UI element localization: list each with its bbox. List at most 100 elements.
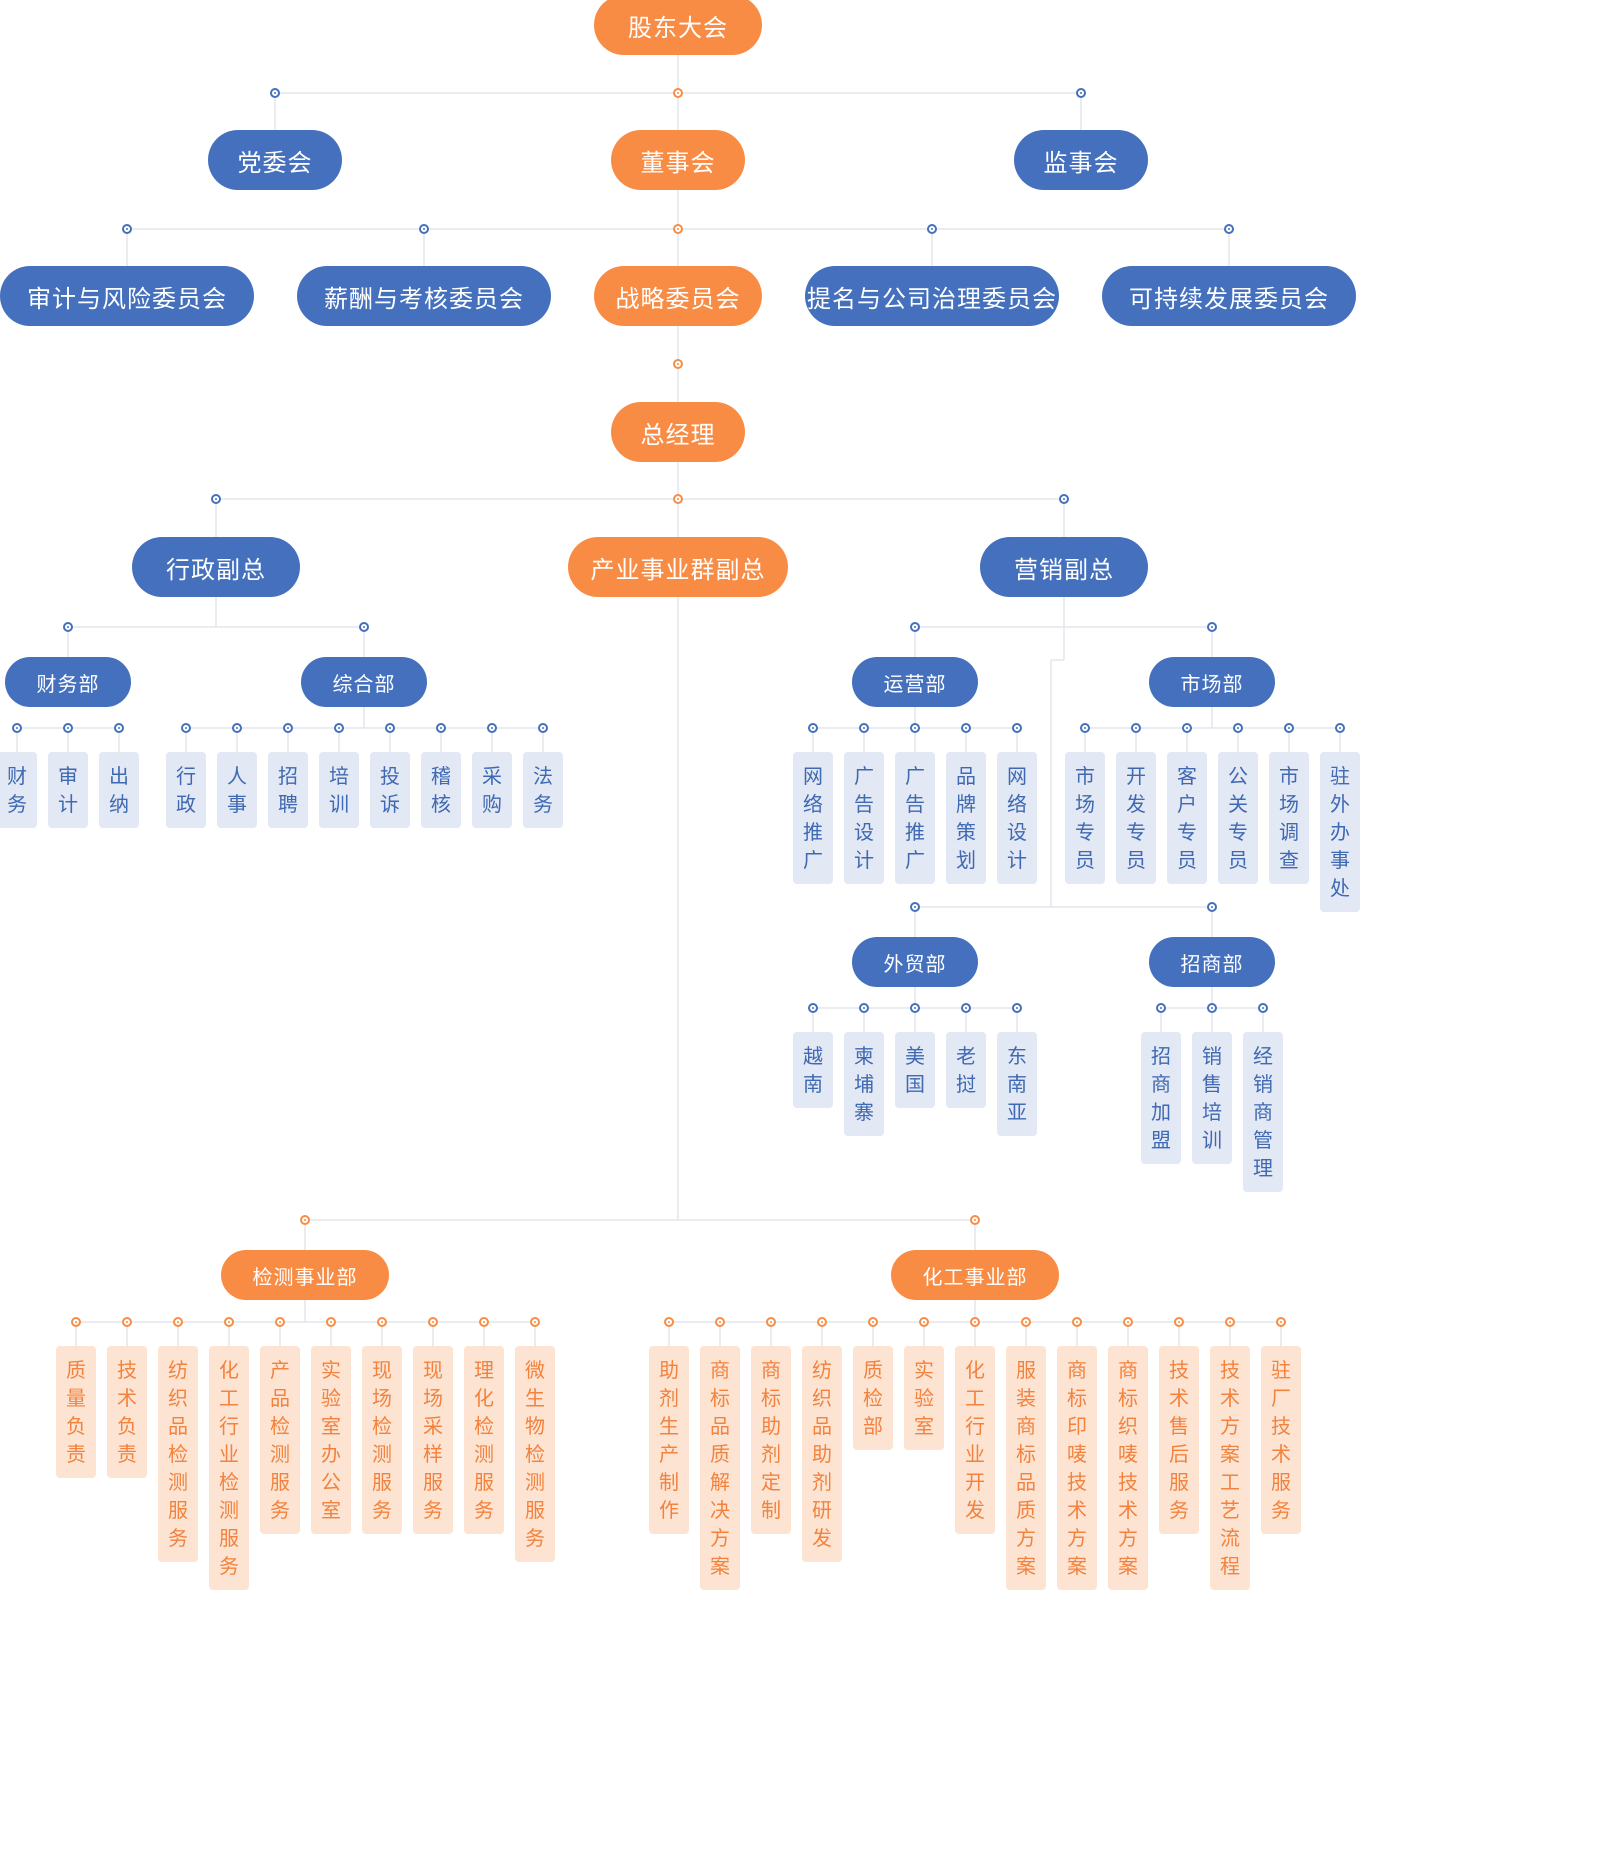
committee-node[interactable]: 薪酬与考核委员会 bbox=[297, 266, 551, 326]
connector-node-dot bbox=[808, 723, 818, 733]
sub-unit-card[interactable]: 现场采样服务 bbox=[413, 1346, 453, 1534]
connector-node-dot bbox=[224, 1317, 234, 1327]
connector-node-dot bbox=[1233, 723, 1243, 733]
sub-unit-card[interactable]: 人事 bbox=[217, 752, 257, 828]
general-manager-node[interactable]: 总经理 bbox=[611, 402, 745, 462]
investment-dept-node[interactable]: 招商部 bbox=[1149, 937, 1275, 987]
sub-unit-card[interactable]: 产品检测服务 bbox=[260, 1346, 300, 1534]
sub-unit-card[interactable]: 经销商管理 bbox=[1243, 1032, 1283, 1192]
committee-node[interactable]: 审计与风险委员会 bbox=[0, 266, 254, 326]
shareholders-meeting-node[interactable]: 股东大会 bbox=[594, 0, 762, 55]
sub-unit-card[interactable]: 投诉 bbox=[370, 752, 410, 828]
sub-unit-card[interactable]: 老挝 bbox=[946, 1032, 986, 1108]
sub-unit-card[interactable]: 商标印唛技术方案 bbox=[1057, 1346, 1097, 1590]
sub-unit-card[interactable]: 稽核 bbox=[421, 752, 461, 828]
sub-unit-card[interactable]: 微生物检测服务 bbox=[515, 1346, 555, 1562]
market-dept-node[interactable]: 市场部 bbox=[1149, 657, 1275, 707]
sub-unit-card[interactable]: 东南亚 bbox=[997, 1032, 1037, 1136]
connector-node-dot bbox=[1174, 1317, 1184, 1327]
connector-node-dot bbox=[910, 902, 920, 912]
sub-unit-card[interactable]: 网络推广 bbox=[793, 752, 833, 884]
sub-unit-card[interactable]: 品牌策划 bbox=[946, 752, 986, 884]
connector-node-dot bbox=[673, 224, 683, 234]
connector-node-dot bbox=[1123, 1317, 1133, 1327]
sub-unit-card[interactable]: 理化检测服务 bbox=[464, 1346, 504, 1534]
sub-unit-card[interactable]: 服装商标品质方案 bbox=[1006, 1346, 1046, 1590]
vp-marketing-node[interactable]: 营销副总 bbox=[980, 537, 1148, 597]
sub-unit-card[interactable]: 开发专员 bbox=[1116, 752, 1156, 884]
connector-node-dot bbox=[538, 723, 548, 733]
sub-unit-card[interactable]: 商标助剂定制 bbox=[751, 1346, 791, 1534]
sub-unit-card[interactable]: 网络设计 bbox=[997, 752, 1037, 884]
sub-unit-card[interactable]: 采购 bbox=[472, 752, 512, 828]
sub-unit-card[interactable]: 驻厂技术服务 bbox=[1261, 1346, 1301, 1534]
committee-node[interactable]: 可持续发展委员会 bbox=[1102, 266, 1356, 326]
sub-unit-card[interactable]: 柬埔寨 bbox=[844, 1032, 884, 1136]
sub-unit-card[interactable]: 质量负责 bbox=[56, 1346, 96, 1478]
sub-unit-card[interactable]: 广告设计 bbox=[844, 752, 884, 884]
connector-node-dot bbox=[673, 494, 683, 504]
sub-unit-card[interactable]: 实验室办公室 bbox=[311, 1346, 351, 1534]
sub-unit-card[interactable]: 技术售后服务 bbox=[1159, 1346, 1199, 1534]
connector-node-dot bbox=[919, 1317, 929, 1327]
connector-node-dot bbox=[428, 1317, 438, 1327]
connector-node-dot bbox=[385, 723, 395, 733]
vp-industry-node[interactable]: 产业事业群副总 bbox=[568, 537, 788, 597]
connector-node-dot bbox=[270, 88, 280, 98]
sub-unit-card[interactable]: 广告推广 bbox=[895, 752, 935, 884]
sub-unit-card[interactable]: 招商加盟 bbox=[1141, 1032, 1181, 1164]
board-of-supervisors-node[interactable]: 监事会 bbox=[1014, 130, 1148, 190]
sub-unit-card[interactable]: 销售培训 bbox=[1192, 1032, 1232, 1164]
sub-unit-card[interactable]: 美国 bbox=[895, 1032, 935, 1108]
connector-node-dot bbox=[1012, 1003, 1022, 1013]
sub-unit-card[interactable]: 技术负责 bbox=[107, 1346, 147, 1478]
sub-unit-card[interactable]: 实验室 bbox=[904, 1346, 944, 1450]
finance-dept-node[interactable]: 财务部 bbox=[5, 657, 131, 707]
operations-dept-node[interactable]: 运营部 bbox=[852, 657, 978, 707]
chemical-division-node[interactable]: 化工事业部 bbox=[891, 1250, 1059, 1300]
general-dept-node[interactable]: 综合部 bbox=[301, 657, 427, 707]
connector-node-dot bbox=[487, 723, 497, 733]
sub-unit-card[interactable]: 审计 bbox=[48, 752, 88, 828]
sub-unit-card[interactable]: 市场调查 bbox=[1269, 752, 1309, 884]
sub-unit-card[interactable]: 质检部 bbox=[853, 1346, 893, 1450]
sub-unit-card[interactable]: 客户专员 bbox=[1167, 752, 1207, 884]
connector-node-dot bbox=[1207, 902, 1217, 912]
sub-unit-card[interactable]: 法务 bbox=[523, 752, 563, 828]
sub-unit-card[interactable]: 商标织唛技术方案 bbox=[1108, 1346, 1148, 1590]
sub-unit-card[interactable]: 行政 bbox=[166, 752, 206, 828]
sub-unit-card[interactable]: 化工行业开发 bbox=[955, 1346, 995, 1534]
connector-node-dot bbox=[12, 723, 22, 733]
sub-unit-card[interactable]: 培训 bbox=[319, 752, 359, 828]
sub-unit-card[interactable]: 纺织品助剂研发 bbox=[802, 1346, 842, 1562]
connector-node-dot bbox=[673, 359, 683, 369]
sub-unit-card[interactable]: 助剂生产制作 bbox=[649, 1346, 689, 1534]
sub-unit-card[interactable]: 招聘 bbox=[268, 752, 308, 828]
sub-unit-card[interactable]: 技术方案工艺流程 bbox=[1210, 1346, 1250, 1590]
connector-node-dot bbox=[1224, 224, 1234, 234]
committee-node[interactable]: 战略委员会 bbox=[594, 266, 762, 326]
sub-unit-card[interactable]: 市场专员 bbox=[1065, 752, 1105, 884]
sub-unit-card[interactable]: 公关专员 bbox=[1218, 752, 1258, 884]
sub-unit-card[interactable]: 驻外办事处 bbox=[1320, 752, 1360, 912]
sub-unit-card[interactable]: 财务 bbox=[0, 752, 37, 828]
vp-admin-node[interactable]: 行政副总 bbox=[132, 537, 300, 597]
sub-unit-card[interactable]: 越南 bbox=[793, 1032, 833, 1108]
connector-node-dot bbox=[766, 1317, 776, 1327]
party-committee-node[interactable]: 党委会 bbox=[208, 130, 342, 190]
testing-division-node[interactable]: 检测事业部 bbox=[221, 1250, 389, 1300]
connector-node-dot bbox=[673, 88, 683, 98]
connector-node-dot bbox=[664, 1317, 674, 1327]
foreign-trade-dept-node[interactable]: 外贸部 bbox=[852, 937, 978, 987]
connector-node-dot bbox=[859, 1003, 869, 1013]
sub-unit-card[interactable]: 化工行业检测服务 bbox=[209, 1346, 249, 1590]
connector-node-dot bbox=[211, 494, 221, 504]
committee-node[interactable]: 提名与公司治理委员会 bbox=[805, 266, 1059, 326]
board-of-directors-node[interactable]: 董事会 bbox=[611, 130, 745, 190]
sub-unit-card[interactable]: 商标品质解决方案 bbox=[700, 1346, 740, 1590]
sub-unit-card[interactable]: 出纳 bbox=[99, 752, 139, 828]
sub-unit-card[interactable]: 现场检测服务 bbox=[362, 1346, 402, 1534]
connector-node-dot bbox=[1131, 723, 1141, 733]
sub-unit-card[interactable]: 纺织品检测服务 bbox=[158, 1346, 198, 1562]
connector-node-dot bbox=[859, 723, 869, 733]
